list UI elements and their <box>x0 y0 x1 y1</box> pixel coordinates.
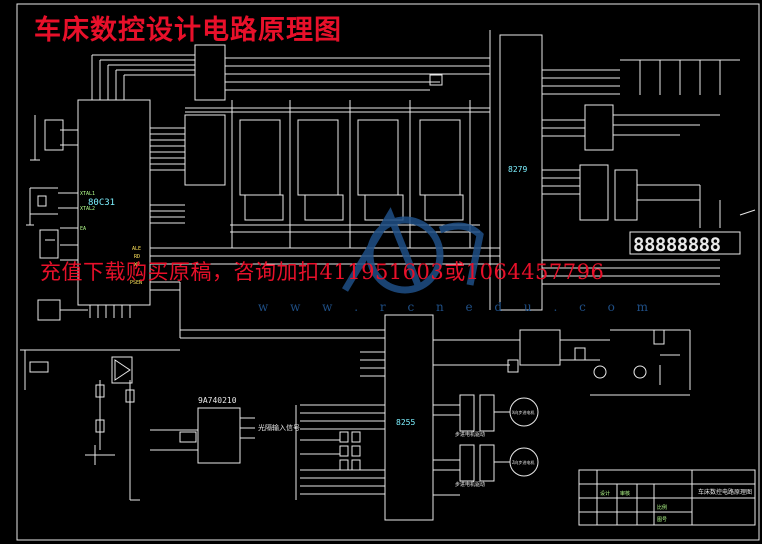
driver-2-label: 步进电机驱动 <box>455 481 485 488</box>
watermark-logo <box>341 207 484 294</box>
crystal-circuit <box>26 115 64 259</box>
ea-label: EA <box>80 226 86 232</box>
kbd-controller-label: 8279 <box>508 165 527 174</box>
motor-driver-boxes <box>459 394 539 482</box>
io-chip-block <box>179 282 520 521</box>
kbd-controller-block <box>489 30 720 311</box>
promo-banner: 充值下载购买原稿，咨询加扣411951603或1064457796 <box>40 260 605 284</box>
rectifier-chip-label: 9A740210 <box>198 396 237 405</box>
cpu-label: 80C31 <box>88 198 115 208</box>
switch-matrix <box>295 405 361 500</box>
title-block-name: 车床数控电路原理图 <box>698 488 752 496</box>
decoder-chips <box>579 59 756 228</box>
step-x-label: X向步进电机 <box>512 409 534 415</box>
seven-seg-display <box>629 231 741 255</box>
io-chip-label: 8255 <box>396 418 415 427</box>
rectifier-chip-block <box>150 407 255 464</box>
step-z-label: Z向步进电机 <box>512 459 534 465</box>
title-block <box>578 469 756 526</box>
xtal1-label: XTAL1 <box>80 191 95 197</box>
title-block-design: 设计 <box>600 490 610 497</box>
watermark-text: w w w . r c n e d u . c o m <box>258 300 658 314</box>
wr-label: WR <box>134 262 141 268</box>
seven-seg-digits: 88888888 <box>633 234 721 256</box>
title-block-check: 审核 <box>620 490 630 497</box>
title-block-scale: 比例 <box>657 504 667 511</box>
drawing-frame <box>16 3 760 541</box>
ale-label: ALE <box>132 246 141 252</box>
reset-circuit <box>20 299 180 501</box>
page-title: 车床数控设计电路原理图 <box>34 15 342 46</box>
latch-chip <box>92 44 490 101</box>
driver-1-label: 步进电机驱动 <box>455 431 485 438</box>
memory-chips <box>184 100 490 248</box>
input-signal-label: 光隔输入信号 <box>258 423 300 432</box>
rd-label: RD <box>134 254 140 260</box>
xtal2-label: XTAL2 <box>80 206 95 212</box>
relay-circuit <box>507 329 691 396</box>
psen-label: PSEN <box>130 280 142 286</box>
title-block-drawing: 图号 <box>657 517 667 523</box>
